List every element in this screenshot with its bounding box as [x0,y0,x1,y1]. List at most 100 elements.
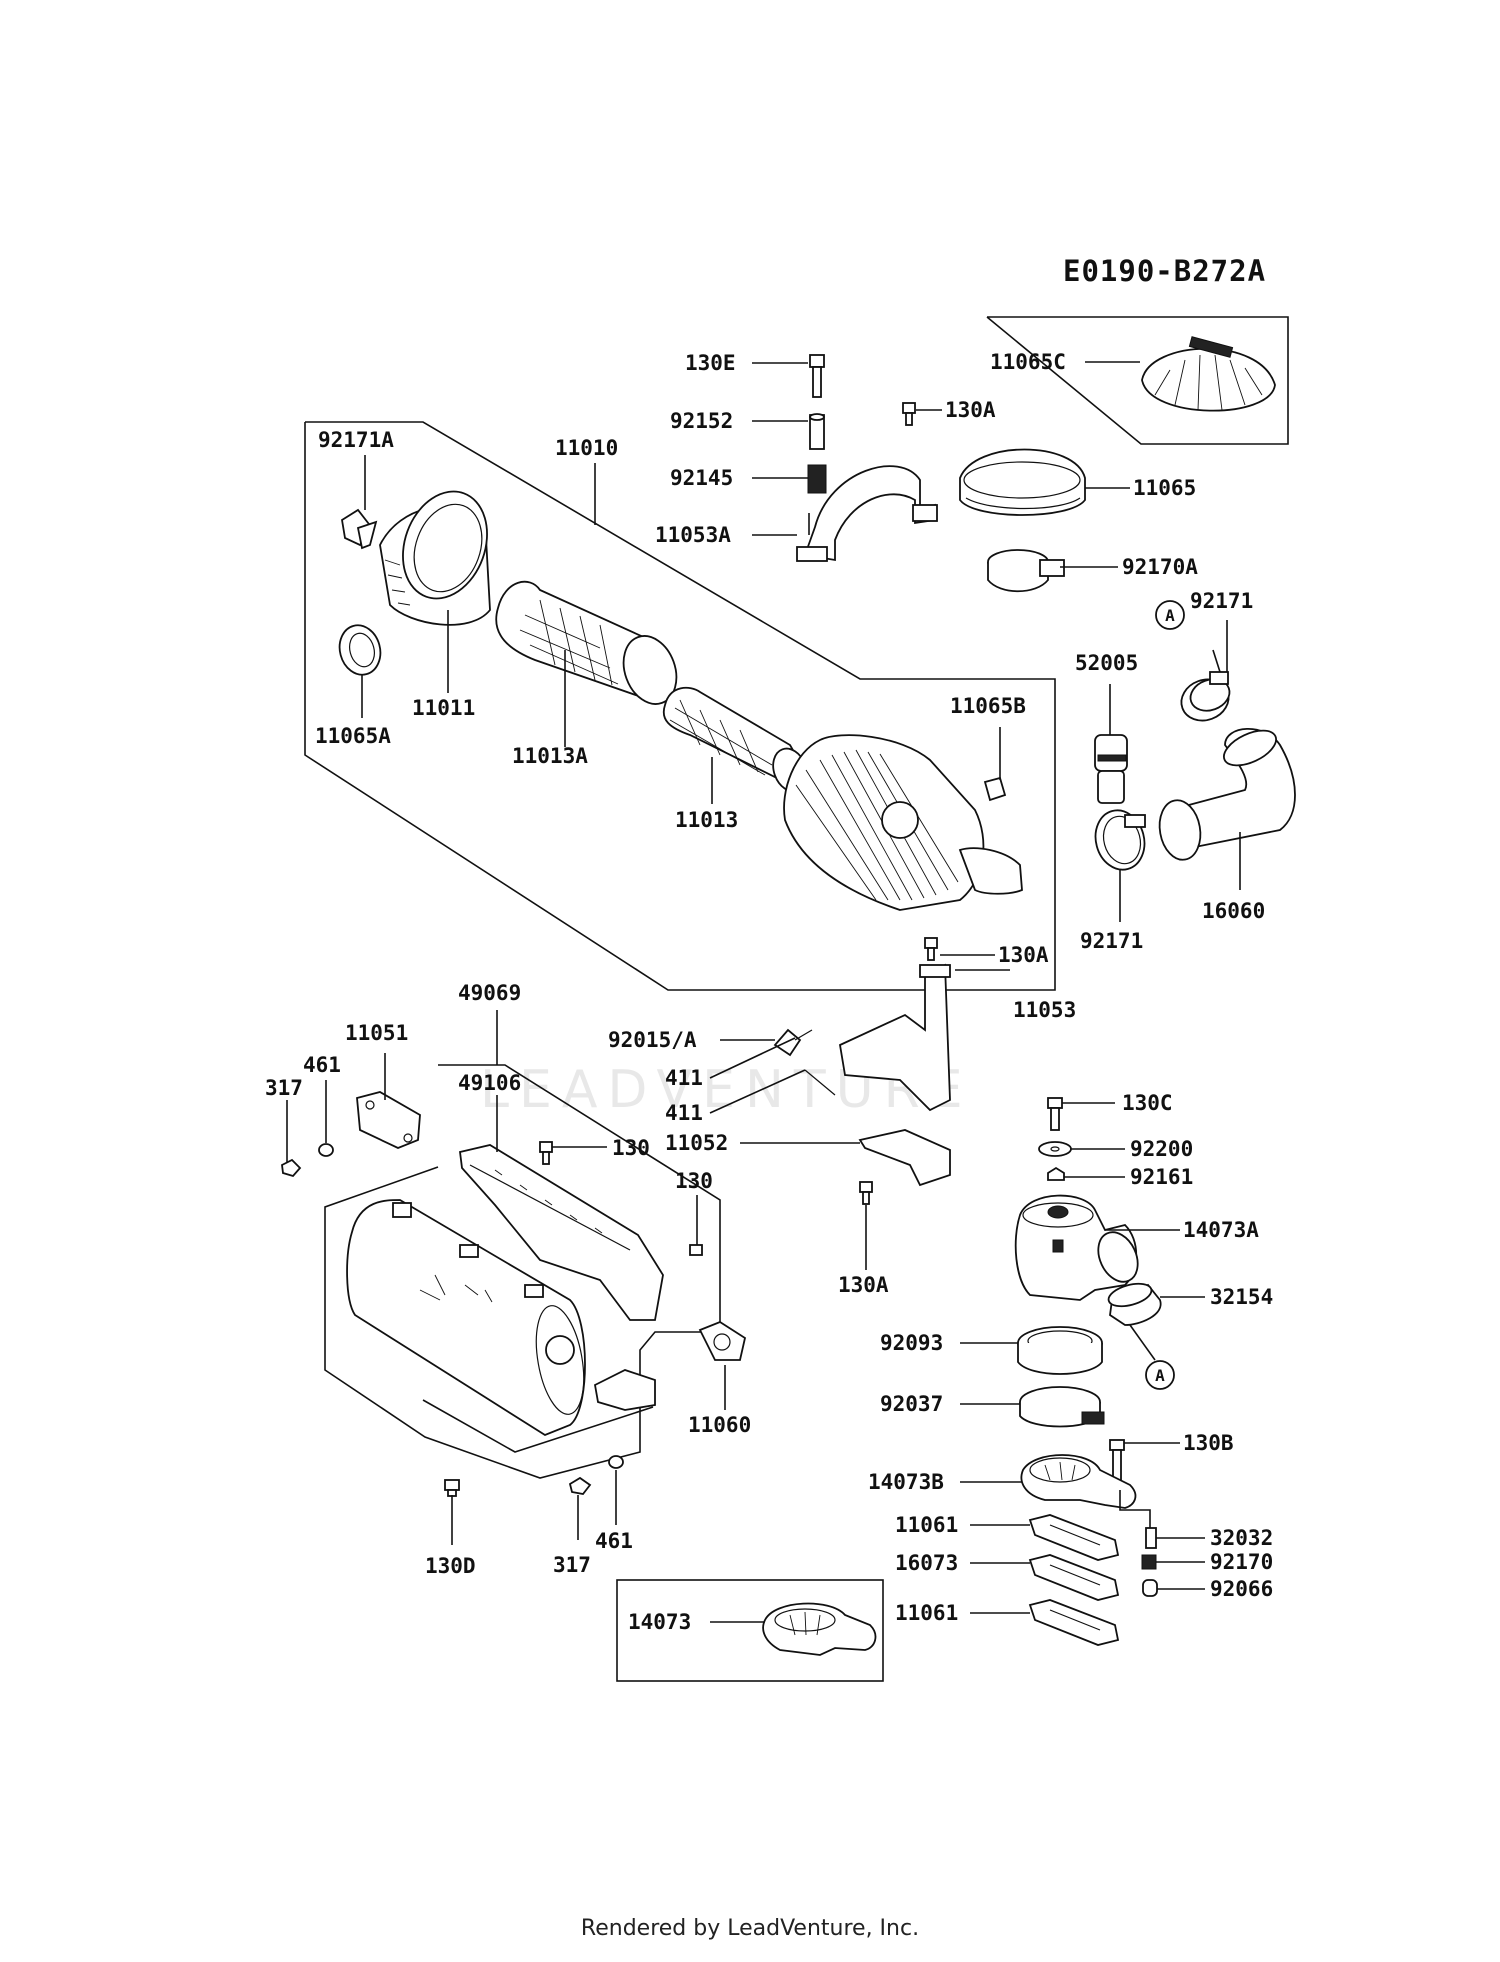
nut-92015a-icon [773,1028,802,1057]
muffler-icon [346,1199,586,1437]
callout-16073: 16073 [895,1551,958,1575]
connector-mark-a-upper-icon [1155,600,1185,630]
callout-130b: 130B [1183,1431,1234,1455]
callout-92093: 92093 [880,1331,943,1355]
callout-92015a: 92015/A [608,1028,697,1052]
callout-11061-upper: 11061 [895,1513,958,1537]
nut-92170-icon [1141,1554,1157,1570]
cap-11065c-icon [1141,336,1276,412]
gasket-11061-lower-icon [1028,1599,1120,1646]
callout-130c: 130C [1122,1091,1173,1115]
plate-16073-icon [1028,1554,1120,1601]
nut-317-upper-icon [281,1158,302,1178]
bracket-11053-icon [838,963,951,1112]
pin-411-lower-icon [804,1069,836,1096]
callout-92170a: 92170A [1122,555,1198,579]
strap-bracket-11053a-icon [796,465,938,562]
callout-130a-mid: 130A [998,943,1049,967]
bolt-130e-icon [809,354,825,398]
callout-317-upper: 317 [265,1076,303,1100]
housing-14073-icon [762,1602,877,1656]
exhaust-pipe-icon [593,1369,656,1411]
cover-11011-icon [379,490,491,626]
callout-130d: 130D [425,1554,476,1578]
gasket-11061-upper-icon [1028,1514,1120,1561]
collar-92152-icon [809,413,825,450]
callout-130e: 130E [685,351,736,375]
gasket-11060-icon [698,1320,747,1361]
bolt-130a-mid-icon [924,937,938,961]
callout-130a-lower: 130A [838,1273,889,1297]
callout-92171-lower: 92171 [1080,929,1143,953]
connector-mark-a-lower-icon [1145,1360,1175,1390]
callout-92037: 92037 [880,1392,943,1416]
callout-labels: 130E 92152 92145 11053A 130A 11065C 1106… [265,350,1273,1634]
group-outlines [304,316,1289,1682]
callout-317-lower: 317 [553,1553,591,1577]
washer-92200-icon [1038,1141,1072,1157]
connector-mark-a-lower: A [1155,1366,1165,1385]
diagram-code: E0190-B272A [1063,254,1266,288]
callout-92200: 92200 [1130,1137,1193,1161]
callout-14073a: 14073A [1183,1218,1259,1242]
cap-11065-icon [959,448,1086,516]
callout-411-lower: 411 [665,1101,703,1125]
callout-92170: 92170 [1210,1550,1273,1574]
callout-11013a: 11013A [512,744,588,768]
bolt-130b-icon [1109,1439,1125,1481]
callout-411-upper: 411 [665,1066,703,1090]
clamp-92171-upper-icon [1180,671,1231,722]
callout-11051: 11051 [345,1021,408,1045]
callout-11052: 11052 [665,1131,728,1155]
washer-461-upper-icon [318,1143,334,1157]
bolt-130-right-icon [689,1244,703,1256]
callout-32032: 32032 [1210,1526,1273,1550]
footer-credit: Rendered by LeadVenture, Inc. [580,1916,920,1941]
bolt-130a-lower-icon [859,1181,873,1205]
cap-92066-icon [1142,1579,1158,1597]
valve-11065b-icon [983,776,1007,802]
callout-11065c: 11065C [990,350,1066,374]
pin-411-upper-icon [794,1029,813,1041]
washer-461-lower-icon [608,1455,624,1469]
fitting-32032-icon [1145,1527,1157,1549]
nut-317-lower-icon [568,1476,592,1495]
element-11013a-icon [495,580,678,705]
callout-461-upper: 461 [303,1053,341,1077]
callout-11053a: 11053A [655,523,731,547]
band-92037-icon [1019,1386,1105,1428]
callout-49069: 49069 [458,981,521,1005]
cover-49106-icon [459,1144,664,1321]
leader-lines [286,361,1241,1623]
indicator-52005-icon [1094,734,1128,804]
callout-11065: 11065 [1133,476,1196,500]
callout-92066: 92066 [1210,1577,1273,1601]
seal-92093-icon [1017,1326,1103,1375]
callout-11013: 11013 [675,808,738,832]
bracket-11052-icon [858,1129,951,1187]
callout-11065b: 11065B [950,694,1026,718]
callout-92171-upper: 92171 [1190,589,1253,613]
callout-32154: 32154 [1210,1285,1273,1309]
housing-11010-icon [783,734,1023,911]
callout-92152: 92152 [670,409,733,433]
connector-mark-a-upper: A [1165,606,1175,625]
housing-14073a-icon [1014,1194,1139,1301]
bracket-11051-icon [356,1091,421,1149]
nut-92161-icon [1047,1166,1065,1181]
bolt-130-upper-icon [539,1141,553,1165]
callout-11011: 11011 [412,696,475,720]
elbow-hose-16060-icon [1158,727,1296,861]
callout-11060: 11060 [688,1413,751,1437]
callout-49106: 49106 [458,1071,521,1095]
clamp-92171-lower-icon [1094,809,1146,871]
callout-130a-top: 130A [945,398,996,422]
clamp-92170a-icon [987,549,1065,593]
callout-11065a: 11065A [315,724,391,748]
callout-11010: 11010 [555,436,618,460]
callout-92145: 92145 [670,466,733,490]
callout-52005: 52005 [1075,651,1138,675]
callout-11061-lower: 11061 [895,1601,958,1625]
wing-nut-92171a-icon [341,508,378,550]
bolt-130a-top-icon [902,402,916,426]
